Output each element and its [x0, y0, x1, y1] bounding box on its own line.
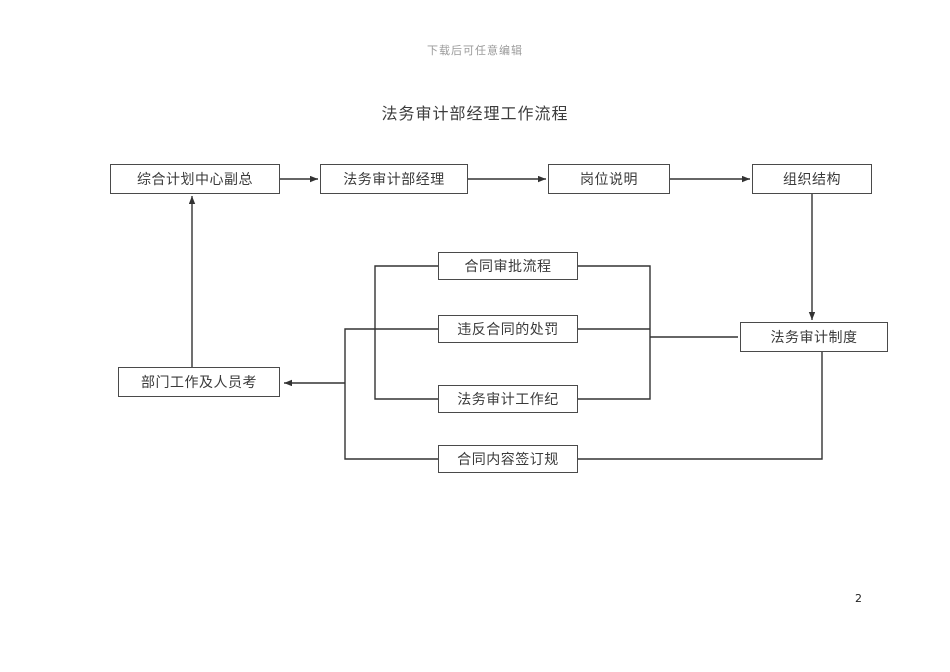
node-label: 部门工作及人员考	[141, 375, 257, 391]
node-label: 法务审计部经理	[343, 172, 445, 188]
node-legal-audit-work-discipline[interactable]: 法务审计工作纪	[438, 385, 578, 413]
node-contract-signing-rules[interactable]: 合同内容签订规	[438, 445, 578, 473]
node-label: 法务审计工作纪	[457, 392, 559, 408]
node-job-description[interactable]: 岗位说明	[548, 164, 670, 194]
page-number: 2	[855, 592, 862, 605]
node-label: 综合计划中心副总	[137, 172, 253, 188]
edge-left-outer-bus	[344, 328, 438, 460]
edge-n8-n9-bottom	[578, 352, 823, 460]
node-organization-structure[interactable]: 组织结构	[752, 164, 872, 194]
node-contract-approval-process[interactable]: 合同审批流程	[438, 252, 578, 280]
node-label: 组织结构	[783, 172, 841, 188]
watermark-text: 下载后可任意编辑	[427, 44, 523, 57]
edge-left-inner-bus	[374, 265, 438, 400]
node-legal-audit-dept-manager[interactable]: 法务审计部经理	[320, 164, 468, 194]
node-label: 合同内容签订规	[457, 452, 559, 468]
node-label: 法务审计制度	[770, 330, 858, 346]
edge-right-bus	[578, 265, 651, 400]
node-label: 岗位说明	[580, 172, 638, 188]
page-title: 法务审计部经理工作流程	[381, 104, 569, 123]
node-label: 合同审批流程	[464, 259, 552, 275]
node-label: 违反合同的处罚	[457, 322, 559, 338]
node-contract-violation-penalty[interactable]: 违反合同的处罚	[438, 315, 578, 343]
node-dept-work-and-personnel-assessment[interactable]: 部门工作及人员考	[118, 367, 280, 397]
node-comprehensive-planning-center-vp[interactable]: 综合计划中心副总	[110, 164, 280, 194]
node-legal-audit-system[interactable]: 法务审计制度	[740, 322, 888, 352]
